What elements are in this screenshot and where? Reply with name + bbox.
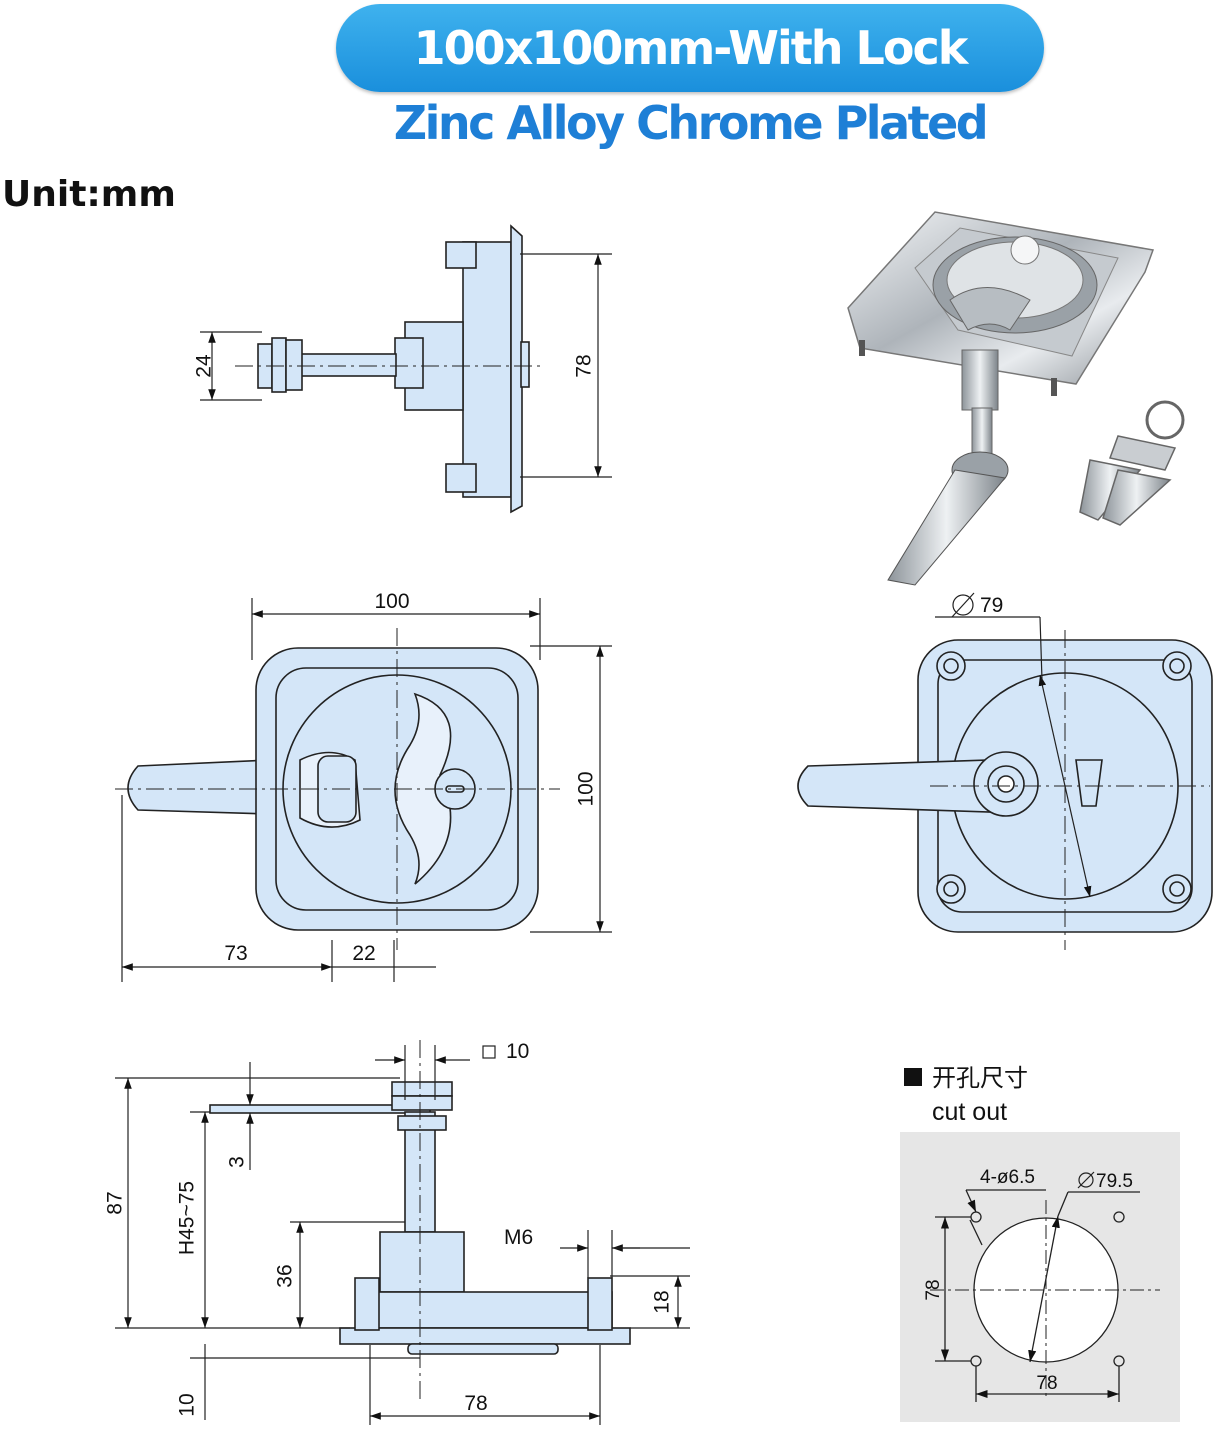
- page-title: 100x100mm-With Lock: [413, 21, 969, 75]
- cutout-holes-label: 4-ø6.5: [980, 1167, 1035, 1188]
- dim-front-22: 22: [352, 942, 375, 965]
- dim-front-100-height: 100: [575, 771, 598, 806]
- cutout-section: [900, 1068, 1180, 1422]
- diameter-symbol-slash: [1077, 1171, 1095, 1189]
- cutout-diameter-label: 79.5: [1096, 1171, 1133, 1192]
- keys-icon: [1079, 400, 1185, 526]
- dim-side-24: 24: [193, 354, 216, 378]
- cutout-height-label: 78: [923, 1279, 944, 1300]
- dim-bottom-36: 36: [274, 1264, 297, 1287]
- cutout-width-label: 78: [1036, 1373, 1057, 1394]
- dim-back-79: 79: [980, 594, 1003, 617]
- side-view: [235, 224, 545, 514]
- page-subtitle: Zinc Alloy Chrome Plated: [393, 96, 989, 150]
- dim-front-73: 73: [224, 942, 247, 965]
- dim-bottom-87: 87: [104, 1191, 127, 1214]
- diameter-symbol-icon: [1078, 1172, 1094, 1188]
- dim-front-100-width: 100: [374, 590, 409, 613]
- cutout-title-cn: 开孔尺寸: [932, 1064, 1028, 1092]
- dim-bottom-m6: M6: [504, 1226, 533, 1249]
- dim-side-78: 78: [573, 354, 596, 377]
- dim-bottom-18: 18: [651, 1290, 674, 1313]
- cutout-title-en: cut out: [932, 1098, 1007, 1126]
- title-banner: 100x100mm-With Lock: [336, 4, 1044, 92]
- bottom-view-dimensions: [115, 1040, 690, 1425]
- dim-bottom-h45-75: H45~75: [176, 1181, 199, 1255]
- side-view-dimensions: [200, 253, 612, 478]
- dim-bottom-10: 10: [176, 1393, 199, 1416]
- dim-bottom-78: 78: [464, 1392, 487, 1415]
- lock-product-photo: [847, 211, 1155, 586]
- dim-bottom-square-10: 10: [506, 1040, 529, 1063]
- dim-bottom-3: 3: [226, 1156, 249, 1168]
- unit-label: Unit:mm: [2, 174, 176, 215]
- back-view: [797, 639, 1213, 933]
- back-view-dimensions: [930, 592, 1210, 950]
- square-bullet-icon: [904, 1068, 922, 1086]
- front-view-dimensions: [115, 598, 612, 982]
